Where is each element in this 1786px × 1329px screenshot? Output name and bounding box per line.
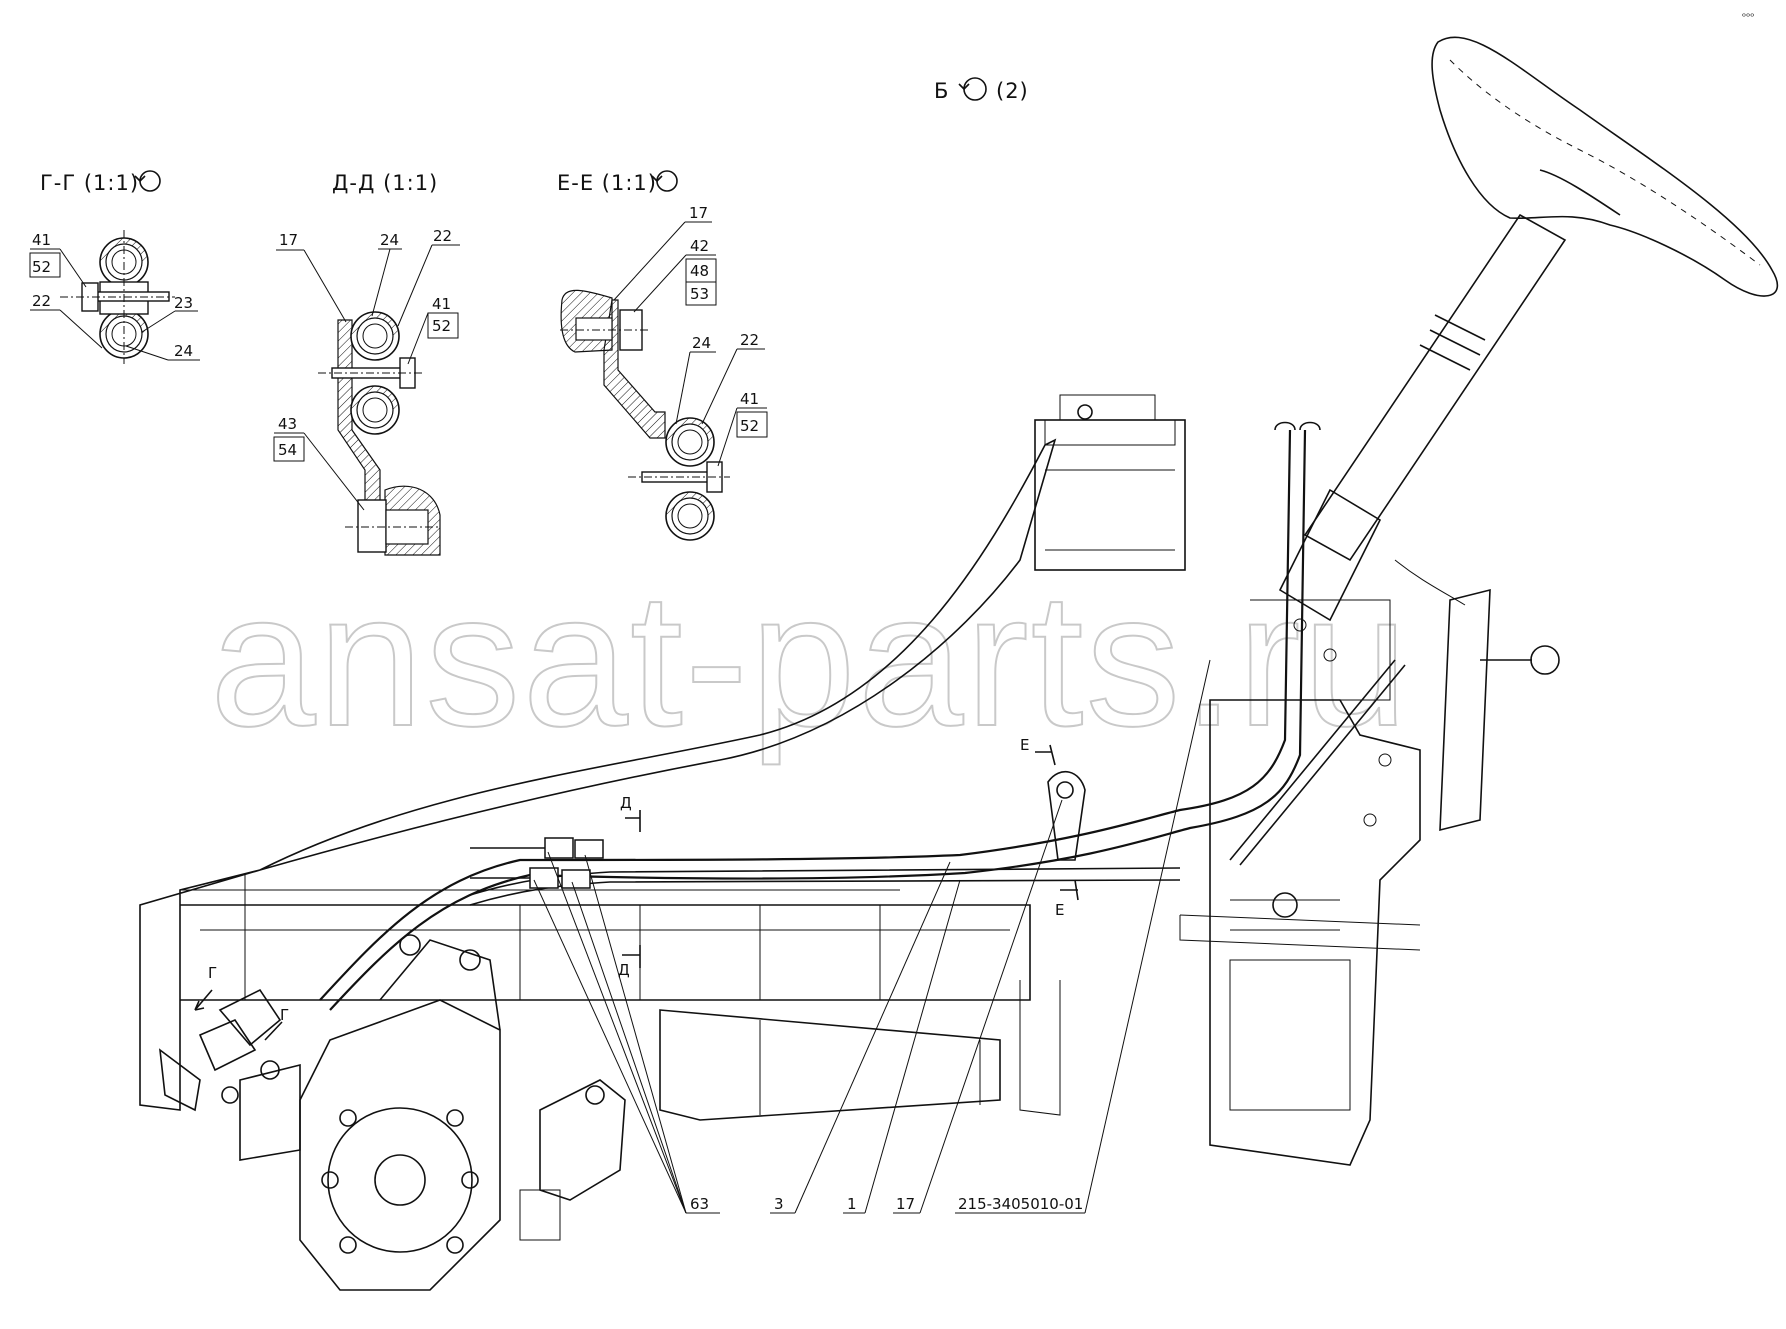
main-callouts: 63 3 1 17 215-3405010-01 [533,659,1211,1214]
callout-53: 53 [690,285,709,303]
section-letter-g: Г [280,1006,289,1024]
section-g-drawing: 41 52 22 23 24 [29,230,200,364]
section-mark-d-2: Д [618,945,641,979]
callout-52: 52 [740,417,759,435]
callout-41: 41 [432,295,451,313]
callout-24: 24 [174,342,193,360]
section-g-label: Г-Г (1:1) [40,171,139,195]
callout-17: 17 [896,1195,915,1213]
rotation-icon [134,170,161,192]
rotation-icon [958,77,987,101]
section-letter-e: Е [1055,901,1064,919]
callout-17: 17 [279,231,298,249]
section-letter-d: Д [620,794,632,812]
callout-63: 63 [690,1195,709,1213]
view-b-title: Б (2) [934,77,1029,103]
callout-23: 23 [174,294,193,312]
section-mark-g-1: Г [194,964,217,1011]
callout-43: 43 [278,415,297,433]
section-e-label: Е-Е (1:1) [557,171,657,195]
corner-mark: ᵒᵒᵒ [1742,12,1754,23]
view-b-letter: Б [934,79,949,103]
section-letter-e: Е [1020,736,1029,754]
callout-24: 24 [380,231,399,249]
callout-3: 3 [774,1195,784,1213]
callout-52: 52 [432,317,451,335]
callout-22: 22 [433,227,452,245]
view-b-sheet: (2) [996,79,1029,103]
section-mark-g-2: Г [264,1006,289,1041]
part-number: 215-3405010-01 [958,1195,1083,1213]
callout-22: 22 [740,331,759,349]
callout-48: 48 [690,262,709,280]
section-mark-d-1: Д [620,794,641,832]
callout-22: 22 [32,292,51,310]
callout-41: 41 [740,390,759,408]
section-letter-d: Д [618,961,630,979]
section-e-drawing: 17 42 48 53 24 22 41 52 [560,204,768,541]
callout-42: 42 [690,237,709,255]
callout-17: 17 [689,204,708,222]
callout-24: 24 [692,334,711,352]
section-g-title: Г-Г (1:1) [40,170,161,195]
callout-52: 52 [32,258,51,276]
section-letter-g: Г [208,964,217,982]
callout-1: 1 [847,1195,857,1213]
section-mark-e-2: Е [1055,879,1079,919]
section-d-title: Д-Д (1:1) [332,171,438,195]
main-assembly: Г Г Д Д Е Е [139,36,1779,1291]
section-e-title: Е-Е (1:1) [557,170,678,195]
rotation-icon [651,170,678,192]
section-mark-e-1: Е [1020,736,1056,766]
callout-54: 54 [278,441,297,459]
section-d-drawing: 17 24 22 41 52 43 54 [273,227,460,556]
callout-41: 41 [32,231,51,249]
watermark-text: ansat-parts.ru [210,554,1410,766]
